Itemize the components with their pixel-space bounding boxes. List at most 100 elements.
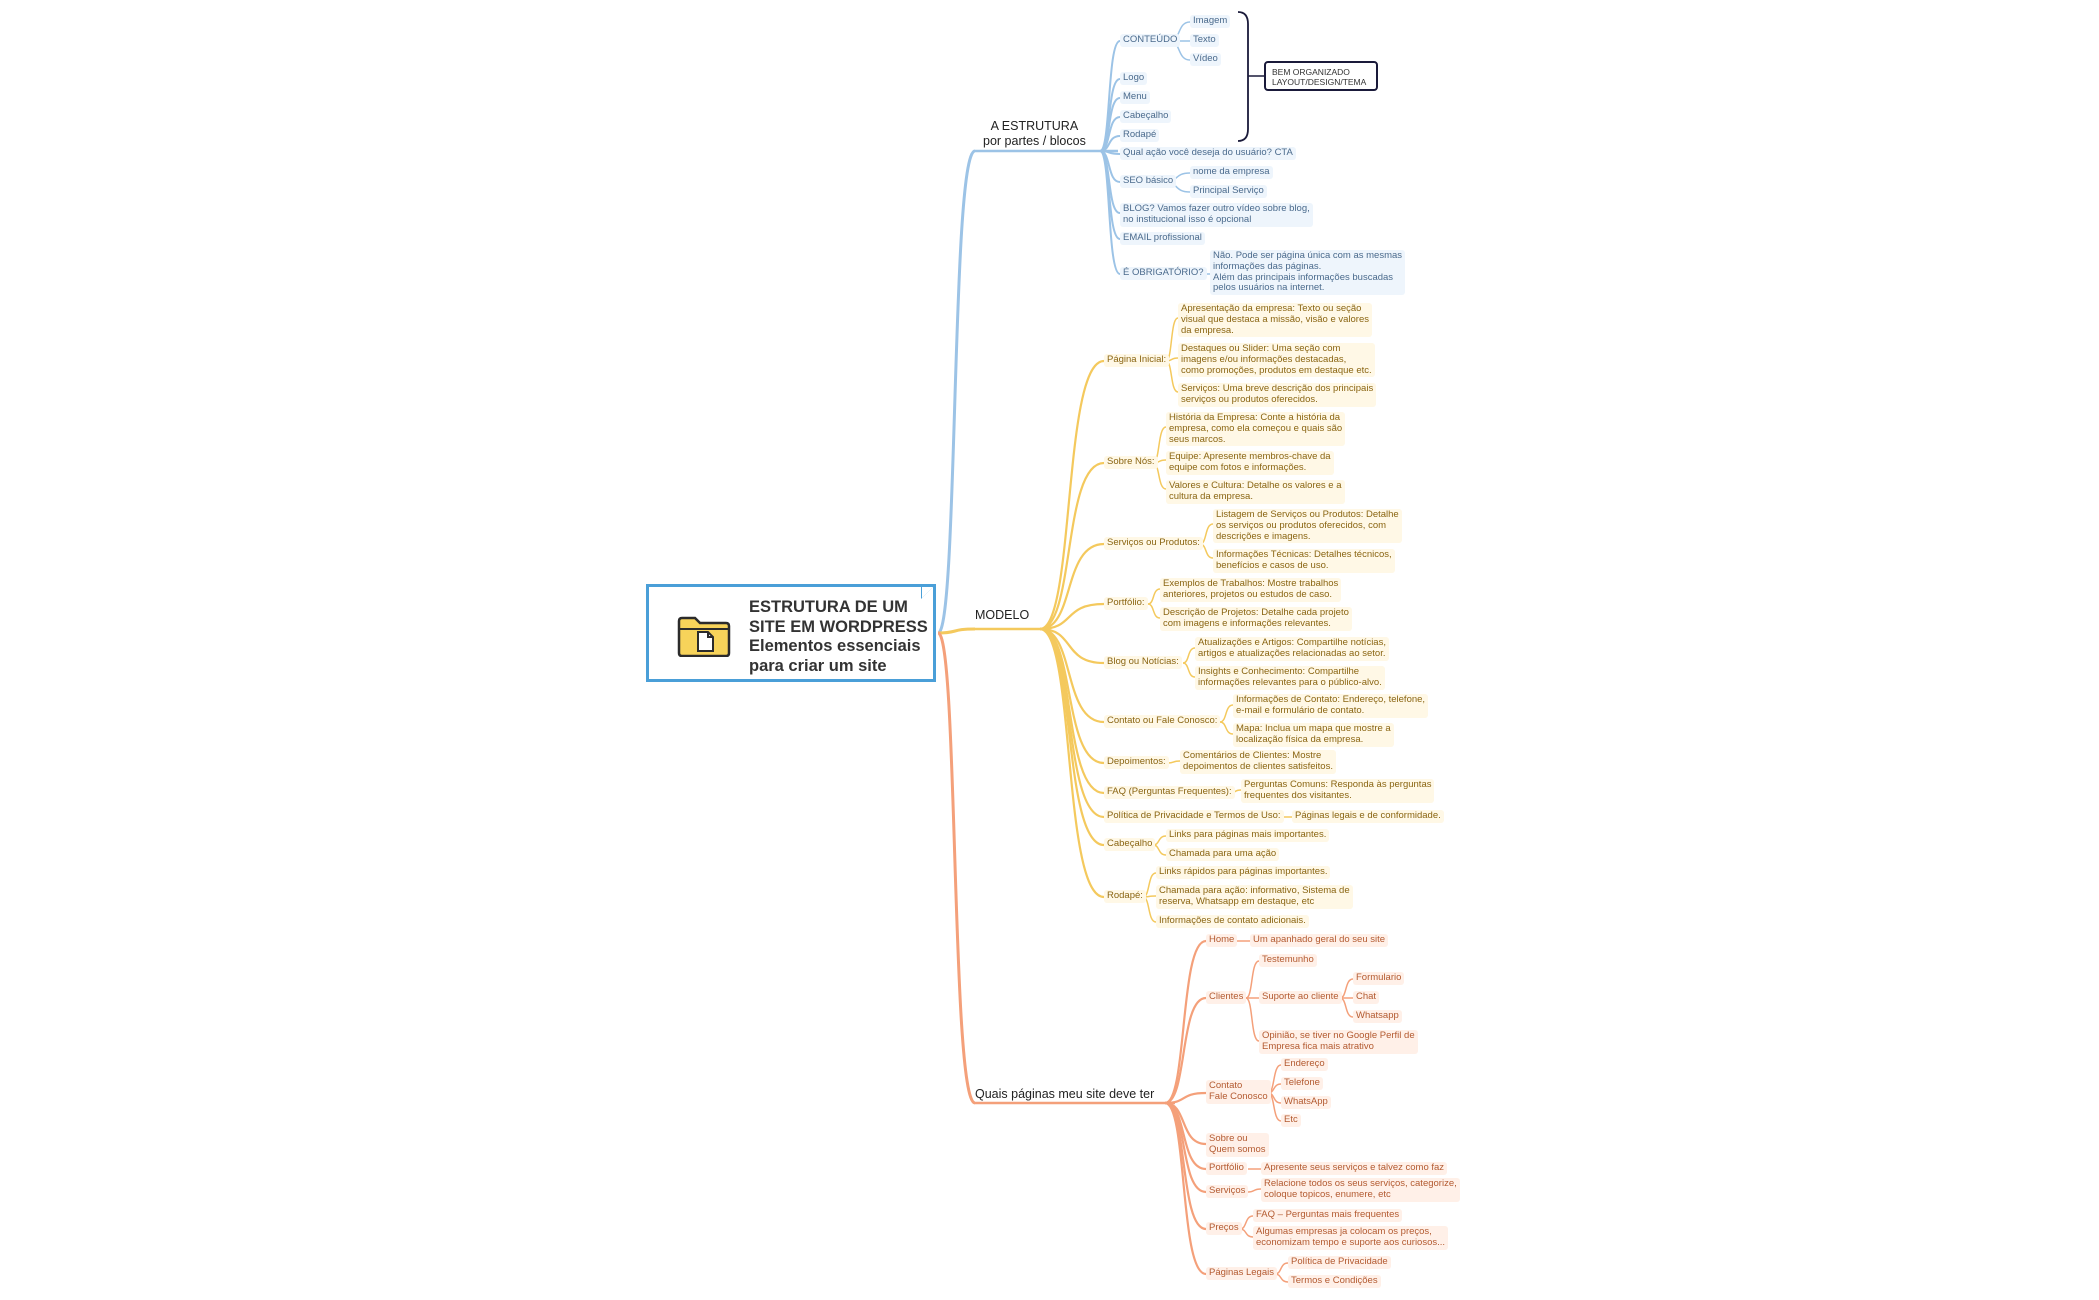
node-dp-comentarios[interactable]: Comentários de Clientes: Mostre depoimen… — [1180, 750, 1336, 774]
connector-line — [1164, 996, 1207, 1105]
node-paginas-legais[interactable]: Páginas Legais — [1206, 1267, 1277, 1280]
node-sn-historia[interactable]: História da Empresa: Conte a história da… — [1166, 412, 1346, 447]
node-cta[interactable]: Qual ação você deseja do usuário? CTA — [1120, 147, 1296, 160]
connector-line — [1039, 627, 1105, 899]
node-faq[interactable]: FAQ (Perguntas Frequentes): — [1104, 786, 1235, 799]
connector-line — [1039, 542, 1105, 631]
connector-line — [1239, 1215, 1254, 1230]
node-texto[interactable]: Texto — [1190, 34, 1219, 47]
callout-note[interactable]: BEM ORGANIZADO LAYOUT/DESIGN/TEMA — [1264, 61, 1378, 91]
node-video[interactable]: Vídeo — [1190, 53, 1221, 66]
node-menu[interactable]: Menu — [1120, 91, 1150, 104]
node-imagem[interactable]: Imagem — [1190, 15, 1231, 28]
node-seo-servico[interactable]: Principal Serviço — [1190, 185, 1267, 198]
central-topic-title: ESTRUTURA DE UM SITE EM WORDPRESS Elemen… — [749, 598, 928, 675]
branch-modelo[interactable]: MODELO — [975, 608, 1030, 622]
node-servicos-pagina[interactable]: Serviços — [1206, 1185, 1249, 1198]
node-contato-fale[interactable]: Contato ou Fale Conosco: — [1104, 715, 1221, 728]
node-logo[interactable]: Logo — [1120, 72, 1148, 85]
node-rodape-modelo[interactable]: Rodapé: — [1104, 890, 1146, 903]
connector-line — [1182, 647, 1196, 664]
node-portfolio-pagina[interactable]: Portfólio — [1206, 1162, 1247, 1175]
node-faq-pagina[interactable]: FAQ – Perguntas mais frequentes — [1253, 1209, 1403, 1222]
node-suporte[interactable]: Suporte ao cliente — [1259, 991, 1342, 1004]
node-testemunho[interactable]: Testemunho — [1259, 954, 1317, 967]
node-pf-exemplos[interactable]: Exemplos de Trabalhos: Mostre trabalhos … — [1160, 578, 1342, 602]
connector-line — [936, 149, 977, 635]
node-bn-atualizacoes[interactable]: Atualizações e Artigos: Compartilhe notí… — [1195, 637, 1389, 661]
node-pi-destaques[interactable]: Destaques ou Slider: Uma seção com image… — [1178, 343, 1375, 378]
connector-line — [1039, 461, 1105, 631]
node-faq-comuns[interactable]: Perguntas Comuns: Responda às perguntas … — [1241, 779, 1435, 803]
node-cabecalho-modelo[interactable]: Cabeçalho — [1104, 838, 1156, 851]
node-home[interactable]: Home — [1206, 934, 1238, 947]
node-precos[interactable]: Preços — [1206, 1222, 1242, 1235]
node-formulario[interactable]: Formulario — [1353, 972, 1405, 985]
node-portfolio[interactable]: Portfólio: — [1104, 597, 1148, 610]
node-pagina-inicial[interactable]: Página Inicial: — [1104, 354, 1170, 367]
node-sobre-quem[interactable]: Sobre ou Quem somos — [1206, 1133, 1269, 1157]
node-sobre-nos[interactable]: Sobre Nós: — [1104, 456, 1158, 469]
node-whatsapp-contato[interactable]: WhatsApp — [1281, 1096, 1331, 1109]
node-rod-links[interactable]: Links rápidos para páginas importantes. — [1156, 866, 1331, 879]
node-termos[interactable]: Termos e Condições — [1288, 1275, 1381, 1288]
connector-line — [1239, 1228, 1254, 1238]
node-precos-desc[interactable]: Algumas empresas ja colocam os preços, e… — [1253, 1226, 1449, 1250]
node-rod-chamada[interactable]: Chamada para ação: informativo, Sistema … — [1156, 885, 1353, 909]
connector-line — [1167, 760, 1181, 764]
node-servicos-produtos[interactable]: Serviços ou Produtos: — [1104, 537, 1203, 550]
connector-line — [1339, 978, 1354, 999]
node-conteudo[interactable]: CONTEÚDO — [1120, 34, 1181, 47]
node-pf-descricao[interactable]: Descrição de Projetos: Detalhe cada proj… — [1160, 607, 1352, 631]
node-opiniao[interactable]: Opinião, se tiver no Google Perfil de Em… — [1259, 1030, 1418, 1054]
node-portfolio-desc[interactable]: Apresente seus serviços e talvez como fa… — [1261, 1162, 1448, 1175]
node-clientes[interactable]: Clientes — [1206, 991, 1247, 1004]
node-blog-noticias[interactable]: Blog ou Notícias: — [1104, 656, 1182, 669]
connector-line — [1247, 1188, 1262, 1193]
node-sn-valores[interactable]: Valores e Cultura: Detalhe os valores e … — [1166, 480, 1345, 504]
node-sp-listagem[interactable]: Listagem de Serviços ou Produtos: Detalh… — [1213, 509, 1402, 544]
branch-paginas[interactable]: Quais páginas meu site deve ter — [975, 1087, 1155, 1101]
node-ct-mapa[interactable]: Mapa: Inclua um mapa que mostre a locali… — [1233, 723, 1394, 747]
node-telefone[interactable]: Telefone — [1281, 1077, 1323, 1090]
node-pol-legais[interactable]: Páginas legais e de conformidade. — [1292, 810, 1444, 823]
node-pi-servicos[interactable]: Serviços: Uma breve descrição dos princi… — [1178, 383, 1377, 407]
summary-bracket — [1237, 11, 1249, 142]
node-etc[interactable]: Etc — [1281, 1114, 1301, 1127]
node-obrigatorio-resposta[interactable]: Não. Pode ser página única com as mesmas… — [1210, 250, 1406, 296]
node-sp-tecnicas[interactable]: Informações Técnicas: Detalhes técnicos,… — [1213, 549, 1395, 573]
connector-line — [1245, 997, 1260, 1042]
connector-line — [1219, 704, 1234, 723]
node-pi-apresentacao[interactable]: Apresentação da empresa: Texto ou seção … — [1178, 303, 1372, 338]
node-obrigatorio[interactable]: É OBRIGATÓRIO? — [1120, 267, 1207, 280]
node-blog[interactable]: BLOG? Vamos fazer outro vídeo sobre blog… — [1120, 203, 1313, 227]
node-seo[interactable]: SEO básico — [1120, 175, 1177, 188]
node-cab-links[interactable]: Links para páginas mais importantes. — [1166, 829, 1330, 842]
node-politica[interactable]: Política de Privacidade e Termos de Uso: — [1104, 810, 1284, 823]
node-privacidade[interactable]: Política de Privacidade — [1288, 1256, 1391, 1269]
connector-line — [1039, 602, 1105, 631]
node-ct-informacoes[interactable]: Informações de Contato: Endereço, telefo… — [1233, 694, 1429, 718]
node-contato-pagina[interactable]: Contato Fale Conosco — [1206, 1080, 1271, 1104]
node-depoimentos[interactable]: Depoimentos: — [1104, 756, 1169, 769]
node-sn-equipe[interactable]: Equipe: Apresente membros-chave da equip… — [1166, 451, 1334, 475]
node-cabecalho[interactable]: Cabeçalho — [1120, 110, 1172, 123]
node-cab-chamada[interactable]: Chamada para uma ação — [1166, 848, 1280, 861]
node-seo-empresa[interactable]: nome da empresa — [1190, 166, 1273, 179]
node-chat[interactable]: Chat — [1353, 991, 1380, 1004]
node-servicos-desc[interactable]: Relacione todos os seus serviços, catego… — [1261, 1178, 1460, 1202]
connector-line — [1219, 721, 1234, 735]
connector-line — [936, 631, 977, 1105]
branch-estrutura[interactable]: A ESTRUTURA por partes / blocos — [983, 119, 1086, 148]
node-email[interactable]: EMAIL profissional — [1120, 232, 1205, 245]
node-bn-insights[interactable]: Insights e Conhecimento: Compartilhe inf… — [1195, 666, 1385, 690]
node-whatsapp-suporte[interactable]: Whatsapp — [1353, 1010, 1402, 1023]
connector-line — [1039, 359, 1105, 631]
node-rodape[interactable]: Rodapé — [1120, 129, 1160, 142]
connector-line — [1245, 960, 1260, 999]
node-home-resumo[interactable]: Um apanhado geral do seu site — [1250, 934, 1389, 947]
node-endereco[interactable]: Endereço — [1281, 1058, 1328, 1071]
node-rod-contato[interactable]: Informações de contato adicionais. — [1156, 915, 1309, 928]
central-topic[interactable]: ESTRUTURA DE UM SITE EM WORDPRESS Elemen… — [646, 584, 936, 682]
